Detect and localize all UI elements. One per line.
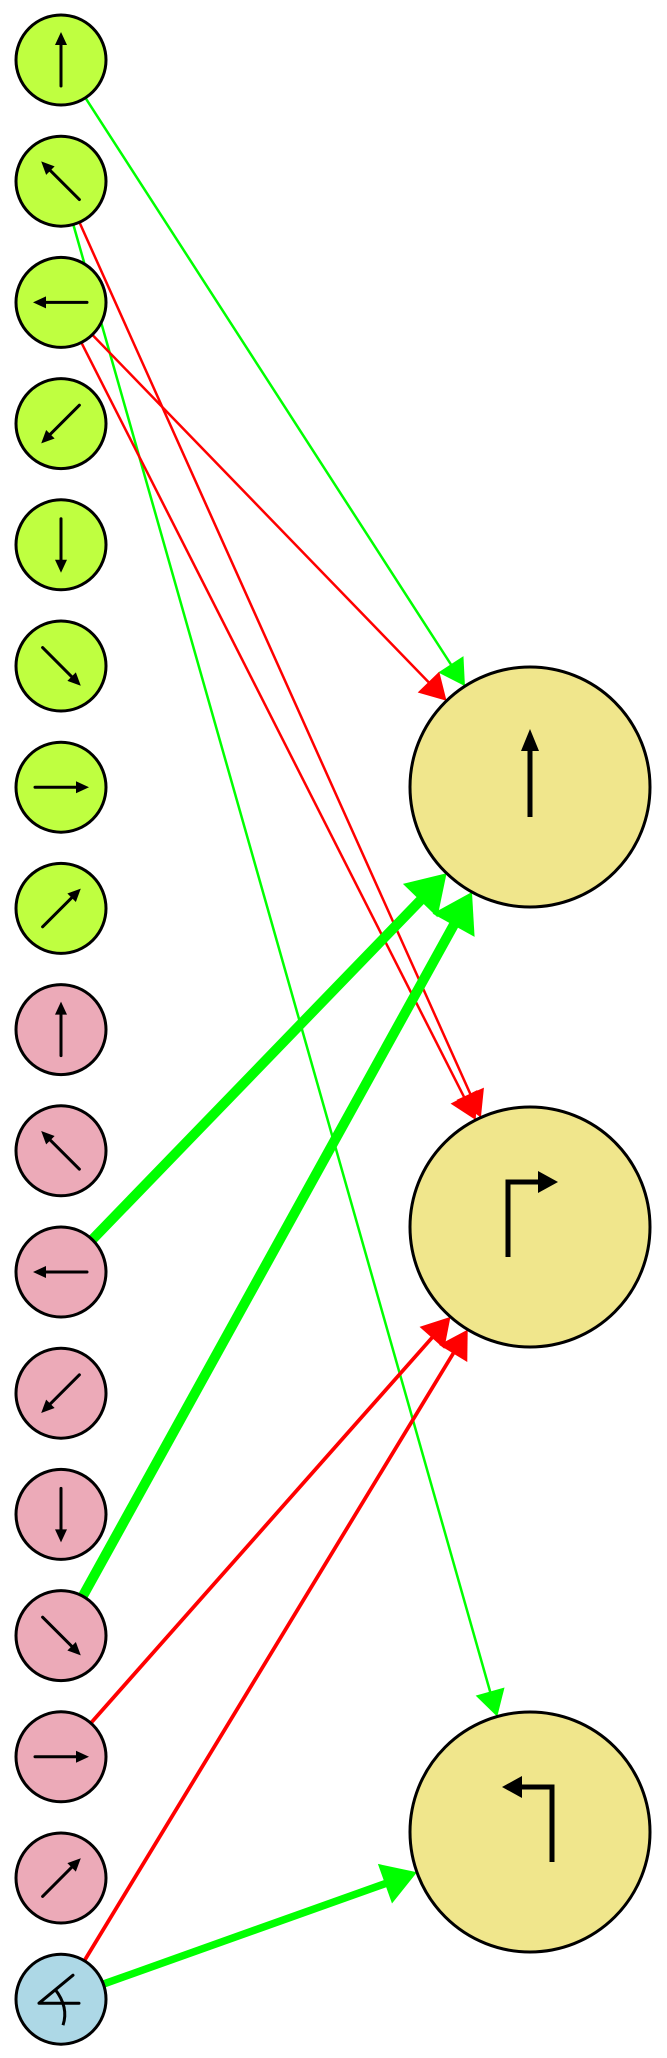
input-node-p-right — [14, 1710, 108, 1804]
edge-g-left-to-o-straight — [91, 333, 447, 701]
edge-g-upleft-to-o-turnleft — [72, 224, 505, 1717]
edges-layer — [72, 97, 505, 1988]
output-node-o-turnleft — [408, 1710, 652, 1954]
input-node-p-down — [14, 1467, 108, 1561]
input-node-g-downleft — [14, 377, 108, 471]
input-node-b-angle — [14, 1952, 108, 2046]
turn-right-icon — [505, 1171, 558, 1257]
nodes-layer — [14, 13, 652, 2046]
input-node-g-downright — [14, 619, 108, 713]
input-node-p-upleft — [14, 1104, 108, 1198]
edge-p-downright-to-o-straight — [78, 892, 475, 1599]
input-node-g-upleft — [14, 134, 108, 228]
edge-p-right-to-o-turnright — [89, 1316, 451, 1725]
input-node-p-left — [14, 1225, 108, 1319]
input-node-g-down — [14, 498, 108, 592]
input-node-p-downleft — [14, 1346, 108, 1440]
input-node-p-upright — [14, 1831, 108, 1925]
input-node-p-up — [14, 983, 108, 1077]
edge-p-left-to-o-straight — [88, 873, 447, 1244]
input-node-g-up — [14, 13, 108, 107]
output-node-o-straight — [408, 665, 652, 909]
straight-arrow-icon — [521, 729, 539, 817]
input-node-g-left — [14, 255, 108, 349]
edge-b-angle-to-o-turnright — [82, 1329, 468, 1962]
edge-g-left-to-o-turnright — [80, 341, 478, 1120]
input-node-g-right — [14, 740, 108, 834]
edge-g-up-to-o-straight — [84, 97, 465, 687]
edge-b-angle-to-o-turnleft — [102, 1863, 417, 1988]
angle-icon — [37, 1973, 81, 2026]
input-node-p-downright — [14, 1589, 108, 1683]
output-node-o-turnright — [408, 1105, 652, 1349]
turn-left-icon — [502, 1776, 555, 1862]
input-node-g-upright — [14, 861, 108, 955]
